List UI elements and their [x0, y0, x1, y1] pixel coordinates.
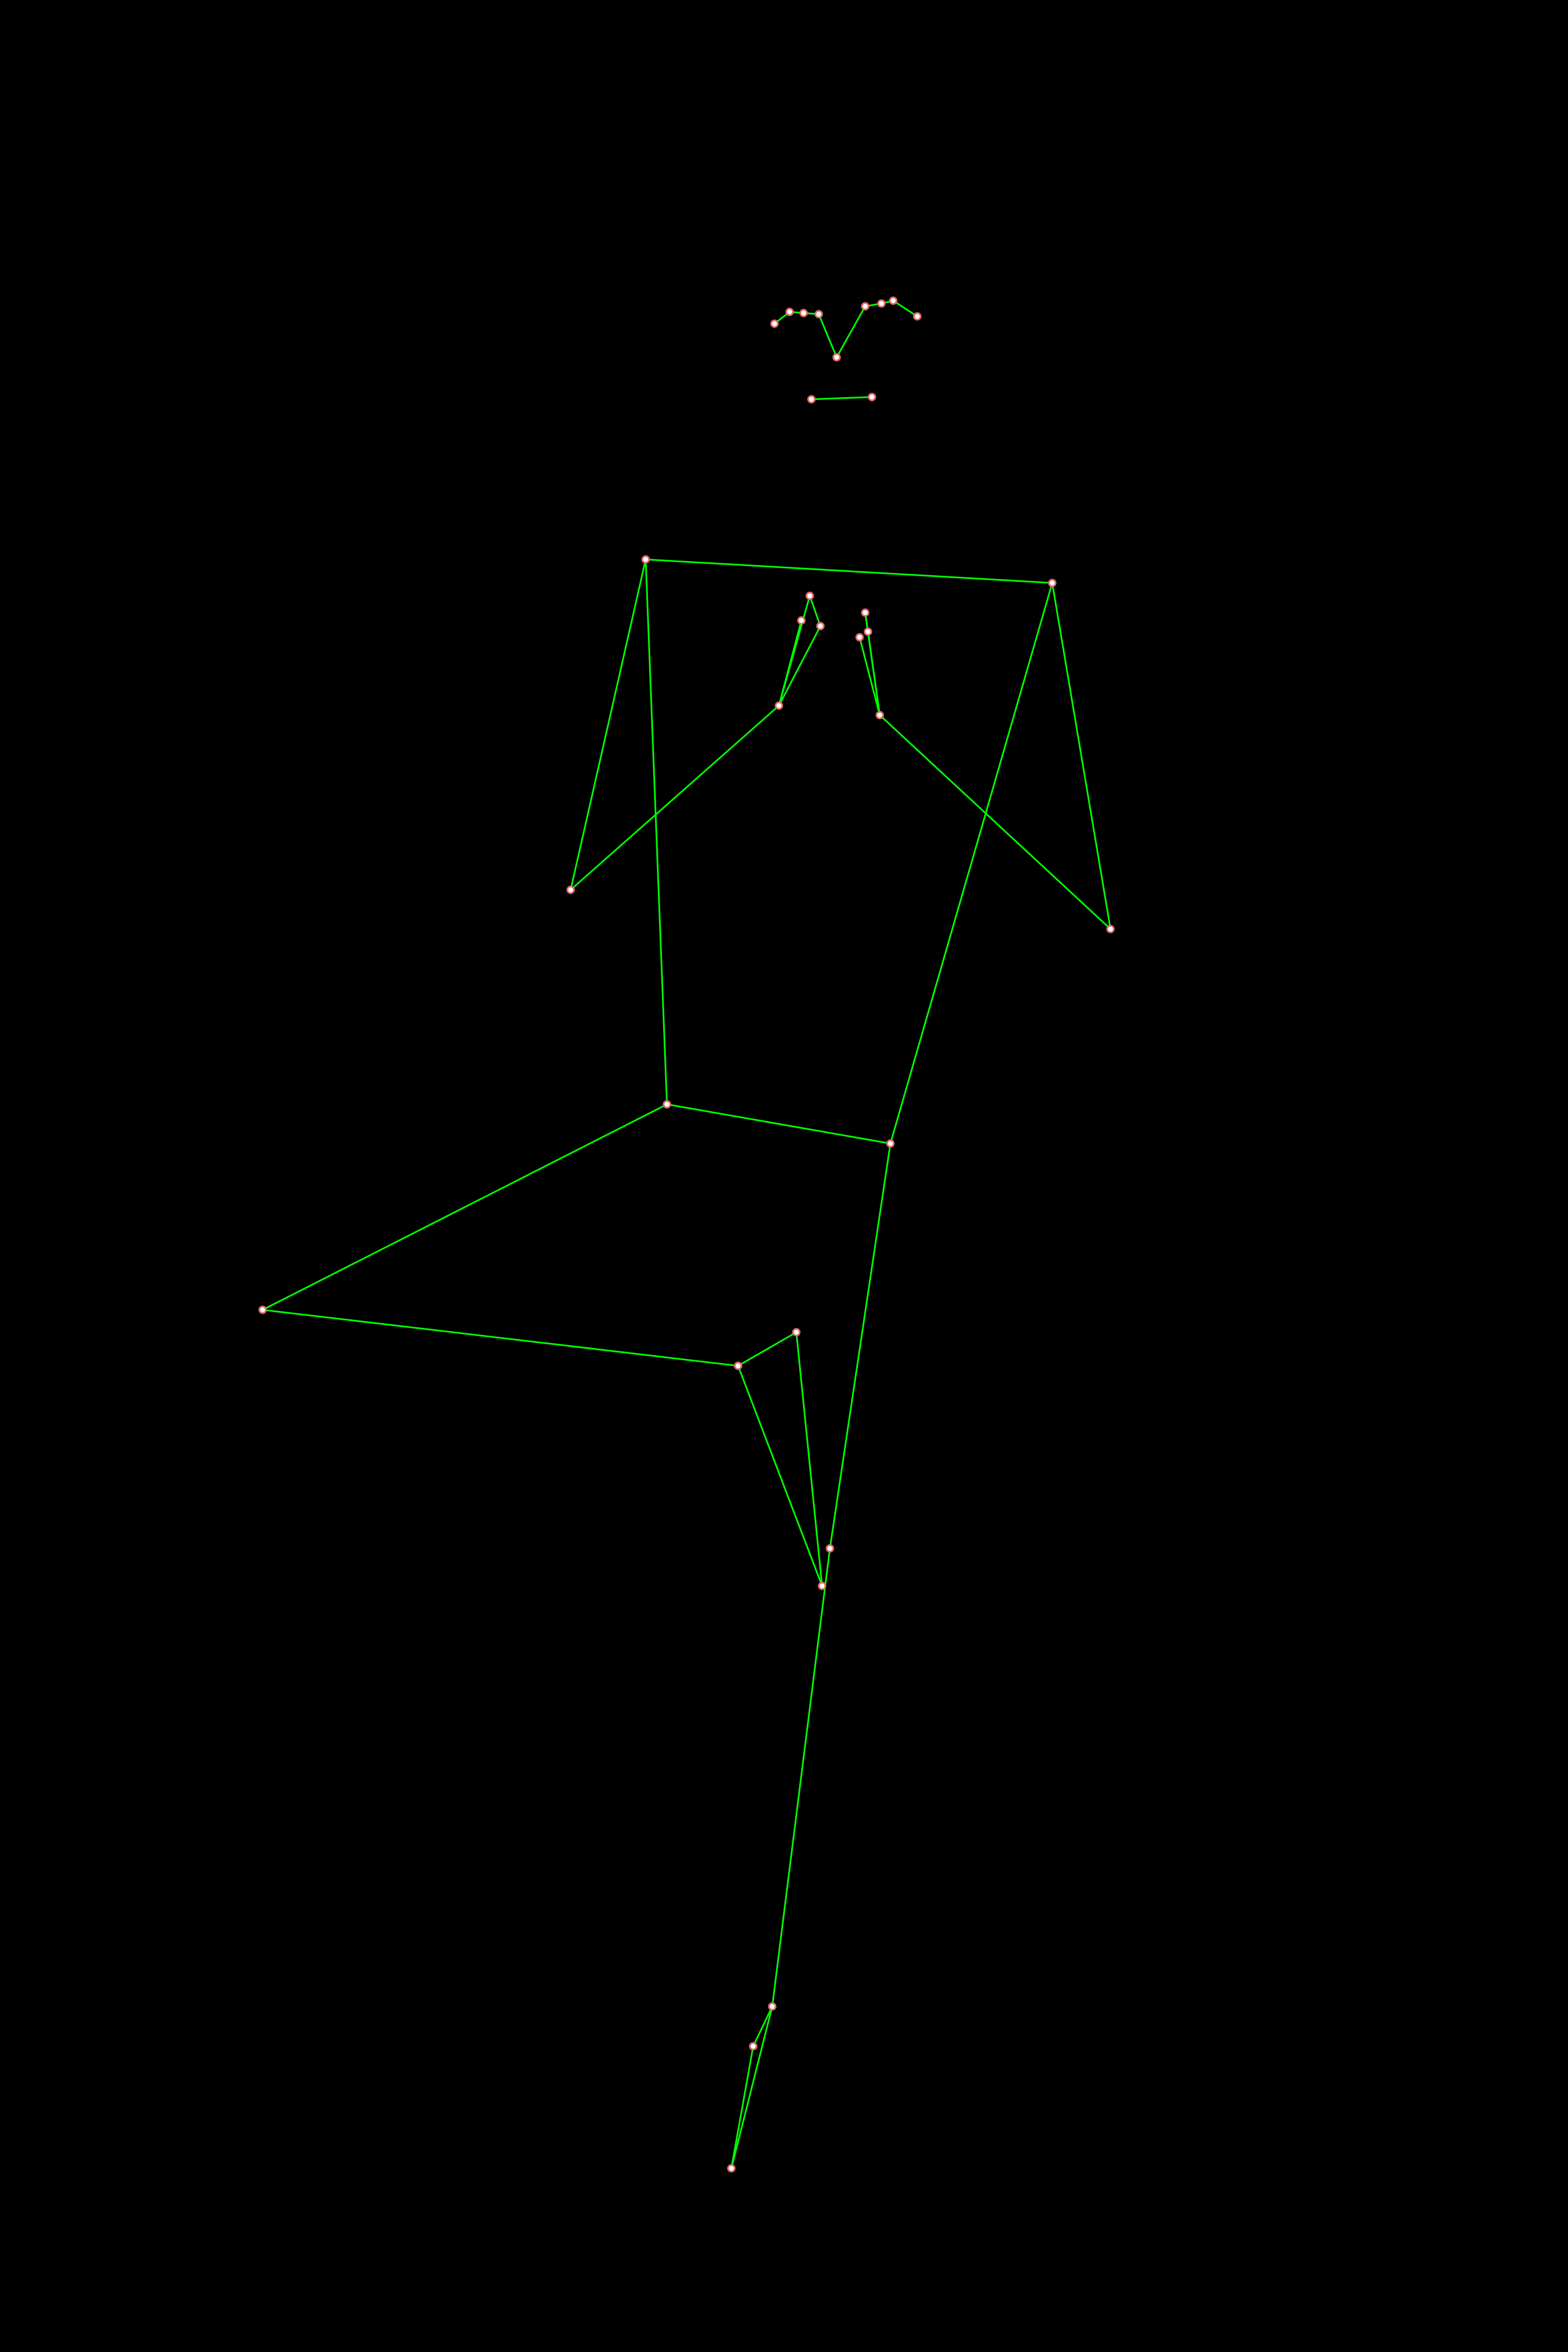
bone-left-shoulder-to-right-shoulder [645, 558, 1053, 584]
bone-left-hip-to-left-knee [262, 1103, 668, 1311]
bone-right-knee-to-right-ankle [771, 1547, 831, 2008]
joint-left-pinky [816, 622, 825, 631]
joint-right-eye-inner [861, 302, 870, 311]
bone-left-wrist-to-left-thumb [778, 619, 802, 707]
bone-left-eye-inner-to-nose [818, 313, 838, 358]
bone-left-wrist-to-left-pinky [778, 625, 822, 707]
joint-nose [832, 353, 841, 362]
bone-right-heel-to-right-foot-index [730, 2045, 754, 2169]
bone-left-shoulder-to-left-elbow [570, 558, 647, 891]
joint-left-wrist [774, 701, 783, 710]
joint-right-heel [749, 2042, 758, 2051]
joint-right-pinky [864, 627, 872, 636]
bone-left-heel-to-left-foot-index [795, 1331, 823, 1587]
joint-right-ear [913, 312, 922, 321]
bone-right-shoulder-to-right-elbow [1051, 582, 1112, 930]
bone-right-ankle-to-right-foot-index [730, 2005, 773, 2169]
bone-right-shoulder-to-right-hip [889, 582, 1053, 1145]
joint-right-shoulder [1048, 578, 1057, 587]
bone-right-hip-to-right-knee [829, 1142, 892, 1550]
joint-left-index [805, 591, 814, 600]
joint-mouth-left [807, 395, 816, 404]
skeleton-joints [258, 296, 1115, 2173]
joint-left-hip [662, 1100, 671, 1109]
joint-right-eye [877, 299, 886, 308]
joint-right-thumb [855, 633, 864, 642]
joint-left-foot-index [818, 1581, 827, 1590]
joint-left-ear [770, 319, 779, 328]
joint-right-eye-outer [889, 296, 898, 305]
joint-left-shoulder [641, 555, 650, 564]
bone-left-hip-to-right-hip [666, 1103, 892, 1145]
bone-right-eye-outer-to-right-ear [892, 300, 918, 318]
joint-right-ankle [768, 2002, 777, 2011]
joint-left-eye-inner [814, 310, 823, 319]
bone-right-ankle-to-right-heel [752, 2005, 773, 2047]
joint-right-wrist [875, 711, 884, 720]
joint-right-elbow [1106, 925, 1115, 934]
joint-left-heel [792, 1328, 801, 1337]
joint-left-knee [258, 1305, 267, 1314]
joint-left-thumb [797, 616, 806, 625]
joint-right-hip [886, 1139, 895, 1148]
bone-nose-to-right-eye-inner [836, 305, 866, 358]
bone-left-ankle-to-left-heel [737, 1331, 797, 1367]
bone-mouth-left-to-mouth-right [810, 396, 873, 400]
bone-right-elbow-to-right-wrist [879, 714, 1112, 930]
bone-left-pinky-to-left-index [809, 595, 822, 627]
joint-right-foot-index [727, 2164, 736, 2173]
joint-right-knee [825, 1544, 834, 1553]
joint-left-ankle [734, 1361, 743, 1370]
joint-right-index [861, 608, 870, 617]
joint-left-elbow [566, 885, 575, 894]
bone-right-wrist-to-right-thumb [858, 636, 881, 716]
joint-left-eye-outer [785, 307, 794, 316]
skeleton-bones [262, 300, 1112, 2169]
joint-left-eye [799, 309, 808, 318]
joint-mouth-right [867, 393, 876, 402]
bone-left-shoulder-to-left-hip [645, 558, 668, 1105]
bone-left-knee-to-left-ankle [262, 1309, 739, 1367]
bone-left-ankle-to-left-foot-index [737, 1365, 823, 1587]
bone-left-elbow-to-left-wrist [570, 704, 780, 891]
